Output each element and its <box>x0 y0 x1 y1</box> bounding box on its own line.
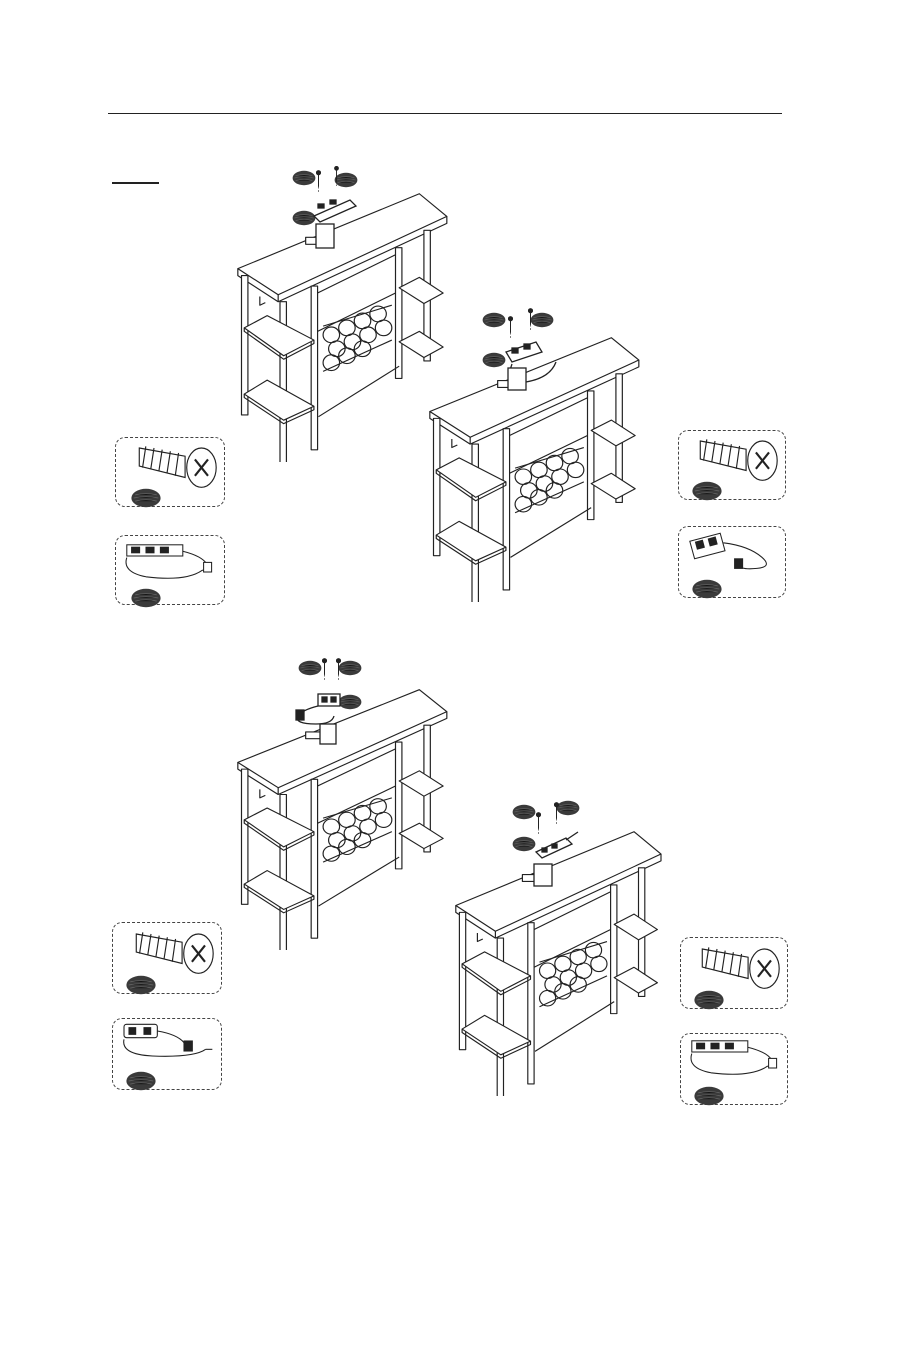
part-badge-icon <box>126 1072 155 1090</box>
part-badge-icon <box>692 482 721 500</box>
screw-icon <box>316 171 320 192</box>
screw-icon <box>554 803 558 824</box>
part-badge-icon <box>131 589 160 607</box>
part-badge-icon <box>131 489 160 507</box>
step-4-screw-callout <box>680 937 788 1009</box>
part-badge-icon <box>293 171 316 185</box>
part-badge-icon <box>293 211 316 225</box>
part-badge-icon <box>557 801 580 815</box>
screw-icon <box>700 439 777 480</box>
header-rule <box>108 113 782 114</box>
step-2-strip-callout <box>678 526 786 598</box>
part-badge-icon <box>513 837 536 851</box>
screw-icon <box>322 659 326 680</box>
power-strip-icon <box>126 545 212 578</box>
step-2-screw-callout <box>678 430 786 500</box>
step-4-top-hardware <box>508 798 584 890</box>
part-badge-icon <box>335 173 358 187</box>
step-4-strip-callout <box>680 1033 788 1105</box>
step-3-top-hardware <box>288 654 368 746</box>
part-badge-icon <box>513 805 536 819</box>
part-badge-icon <box>483 313 506 327</box>
part-badge-icon <box>694 991 723 1009</box>
power-strip-icon <box>690 533 767 569</box>
screw-icon <box>702 947 779 988</box>
step-1-strip-callout <box>115 535 225 605</box>
part-badge-icon <box>299 661 322 675</box>
screw-icon <box>139 446 216 487</box>
part-badge-icon <box>339 695 362 709</box>
part-badge-icon <box>483 353 506 367</box>
step-underline <box>112 182 159 184</box>
step-1-screw-callout <box>115 437 225 507</box>
step-3-strip-callout <box>112 1018 222 1090</box>
screw-icon <box>136 932 213 973</box>
step-2-top-hardware <box>480 308 558 394</box>
screw-icon <box>508 317 512 338</box>
part-badge-icon <box>692 580 721 598</box>
part-badge-icon <box>694 1087 723 1105</box>
part-badge-icon <box>531 313 554 327</box>
power-strip-icon <box>691 1041 777 1074</box>
screw-icon <box>536 813 540 834</box>
step-3-screw-callout <box>112 922 222 994</box>
power-strip-icon <box>124 1024 213 1056</box>
part-badge-icon <box>339 661 362 675</box>
step-1-top-hardware <box>290 166 360 252</box>
part-badge-icon <box>126 976 155 994</box>
